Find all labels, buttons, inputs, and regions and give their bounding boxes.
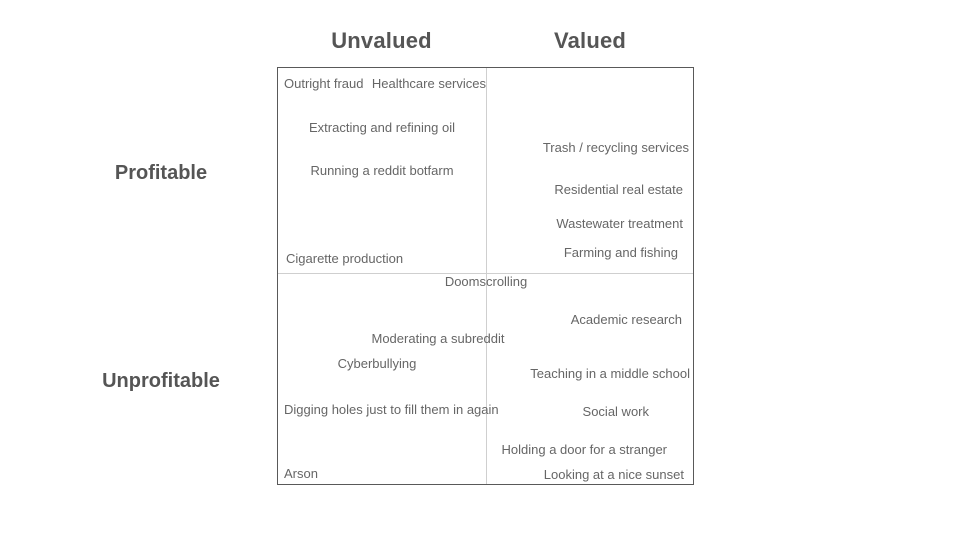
row-header-profitable: Profitable — [114, 162, 208, 184]
item-wastewater-treatment: Wastewater treatment — [556, 216, 683, 231]
item-residential-real-estate: Residential real estate — [554, 182, 683, 197]
item-looking-at-a-nice-sunset: Looking at a nice sunset — [543, 467, 684, 482]
item-holding-a-door-for-a-stranger: Holding a door for a stranger — [501, 442, 667, 457]
row-header-unprofitable: Unprofitable — [102, 370, 220, 392]
quadrant-matrix: Outright fraud Extracting and refining o… — [277, 67, 694, 485]
item-academic-research: Academic research — [570, 312, 682, 327]
item-extracting-and-refining-oil: Extracting and refining oil — [309, 120, 455, 135]
item-healthcare-services: Healthcare services — [371, 76, 486, 91]
item-trash-recycling-services: Trash / recycling services — [542, 140, 689, 155]
item-cigarette-production: Cigarette production — [286, 251, 404, 266]
item-cyberbullying: Cyberbullying — [337, 356, 417, 371]
item-teaching-in-a-middle-school: Teaching in a middle school — [530, 366, 690, 381]
item-farming-and-fishing: Farming and fishing — [563, 245, 678, 260]
item-running-a-reddit-botfarm: Running a reddit botfarm — [310, 163, 454, 178]
horizontal-divider — [278, 273, 693, 274]
item-digging-holes: Digging holes just to fill them in again — [284, 402, 499, 417]
item-doomscrolling: Doomscrolling — [444, 274, 528, 289]
item-arson: Arson — [284, 466, 318, 481]
item-outright-fraud: Outright fraud — [284, 76, 364, 91]
column-header-unvalued: Unvalued — [331, 28, 432, 53]
vertical-divider — [486, 68, 487, 484]
item-moderating-a-subreddit: Moderating a subreddit — [371, 331, 505, 346]
column-header-valued: Valued — [553, 28, 627, 53]
item-social-work: Social work — [582, 404, 649, 419]
